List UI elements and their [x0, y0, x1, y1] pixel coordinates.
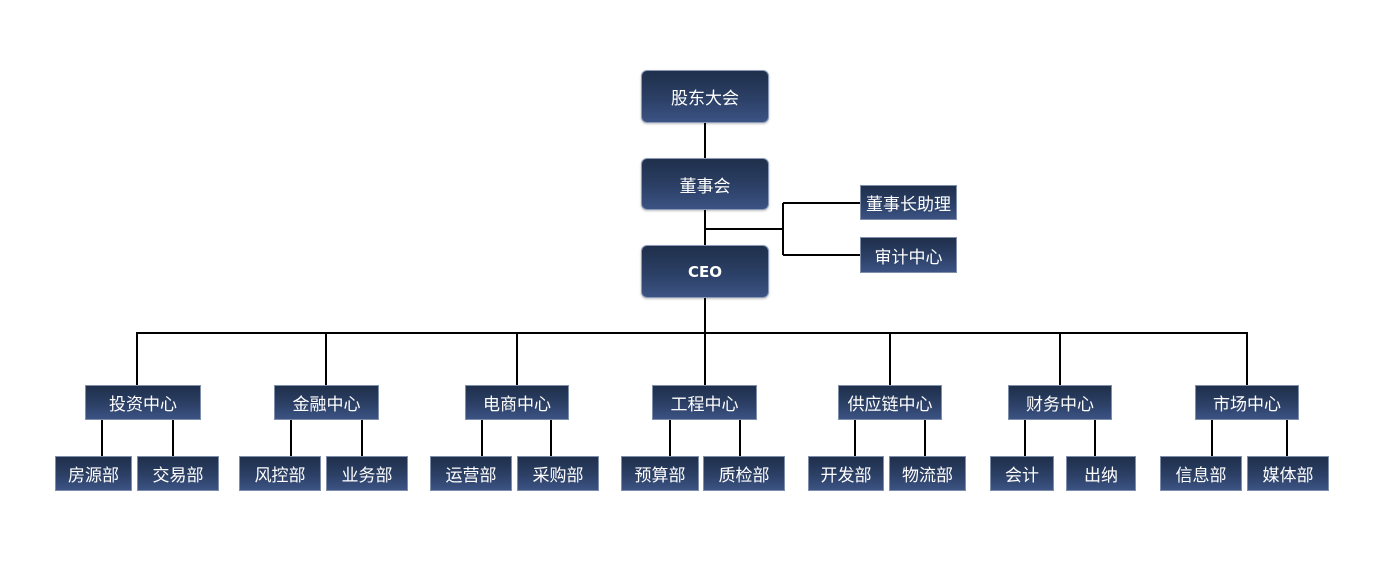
node-center-investment: 投资中心: [85, 385, 201, 420]
node-dept: 运营部: [430, 456, 512, 491]
node-dept: 信息部: [1160, 456, 1242, 491]
node-dept: 会计: [990, 456, 1054, 491]
node-audit-center: 审计中心: [860, 237, 957, 273]
node-dept: 质检部: [703, 456, 785, 491]
node-shareholders: 股东大会: [641, 70, 769, 123]
node-dept: 预算部: [621, 456, 699, 491]
node-dept: 风控部: [239, 456, 321, 491]
node-dept: 交易部: [137, 456, 219, 491]
node-board-assistant: 董事长助理: [860, 185, 957, 220]
node-center-ecommerce: 电商中心: [465, 385, 569, 420]
node-center-supply-chain: 供应链中心: [838, 385, 942, 420]
node-ceo: CEO: [641, 245, 769, 298]
node-dept: 媒体部: [1247, 456, 1329, 491]
node-dept: 采购部: [517, 456, 599, 491]
node-dept: 物流部: [889, 456, 966, 491]
node-center-marketing: 市场中心: [1195, 385, 1299, 420]
node-board: 董事会: [641, 158, 769, 210]
node-dept: 房源部: [55, 456, 132, 491]
node-center-accounting: 财务中心: [1008, 385, 1112, 420]
node-center-finance: 金融中心: [274, 385, 379, 420]
node-center-engineering: 工程中心: [652, 385, 757, 420]
node-dept: 出纳: [1066, 456, 1136, 491]
node-dept: 开发部: [808, 456, 884, 491]
node-dept: 业务部: [326, 456, 408, 491]
